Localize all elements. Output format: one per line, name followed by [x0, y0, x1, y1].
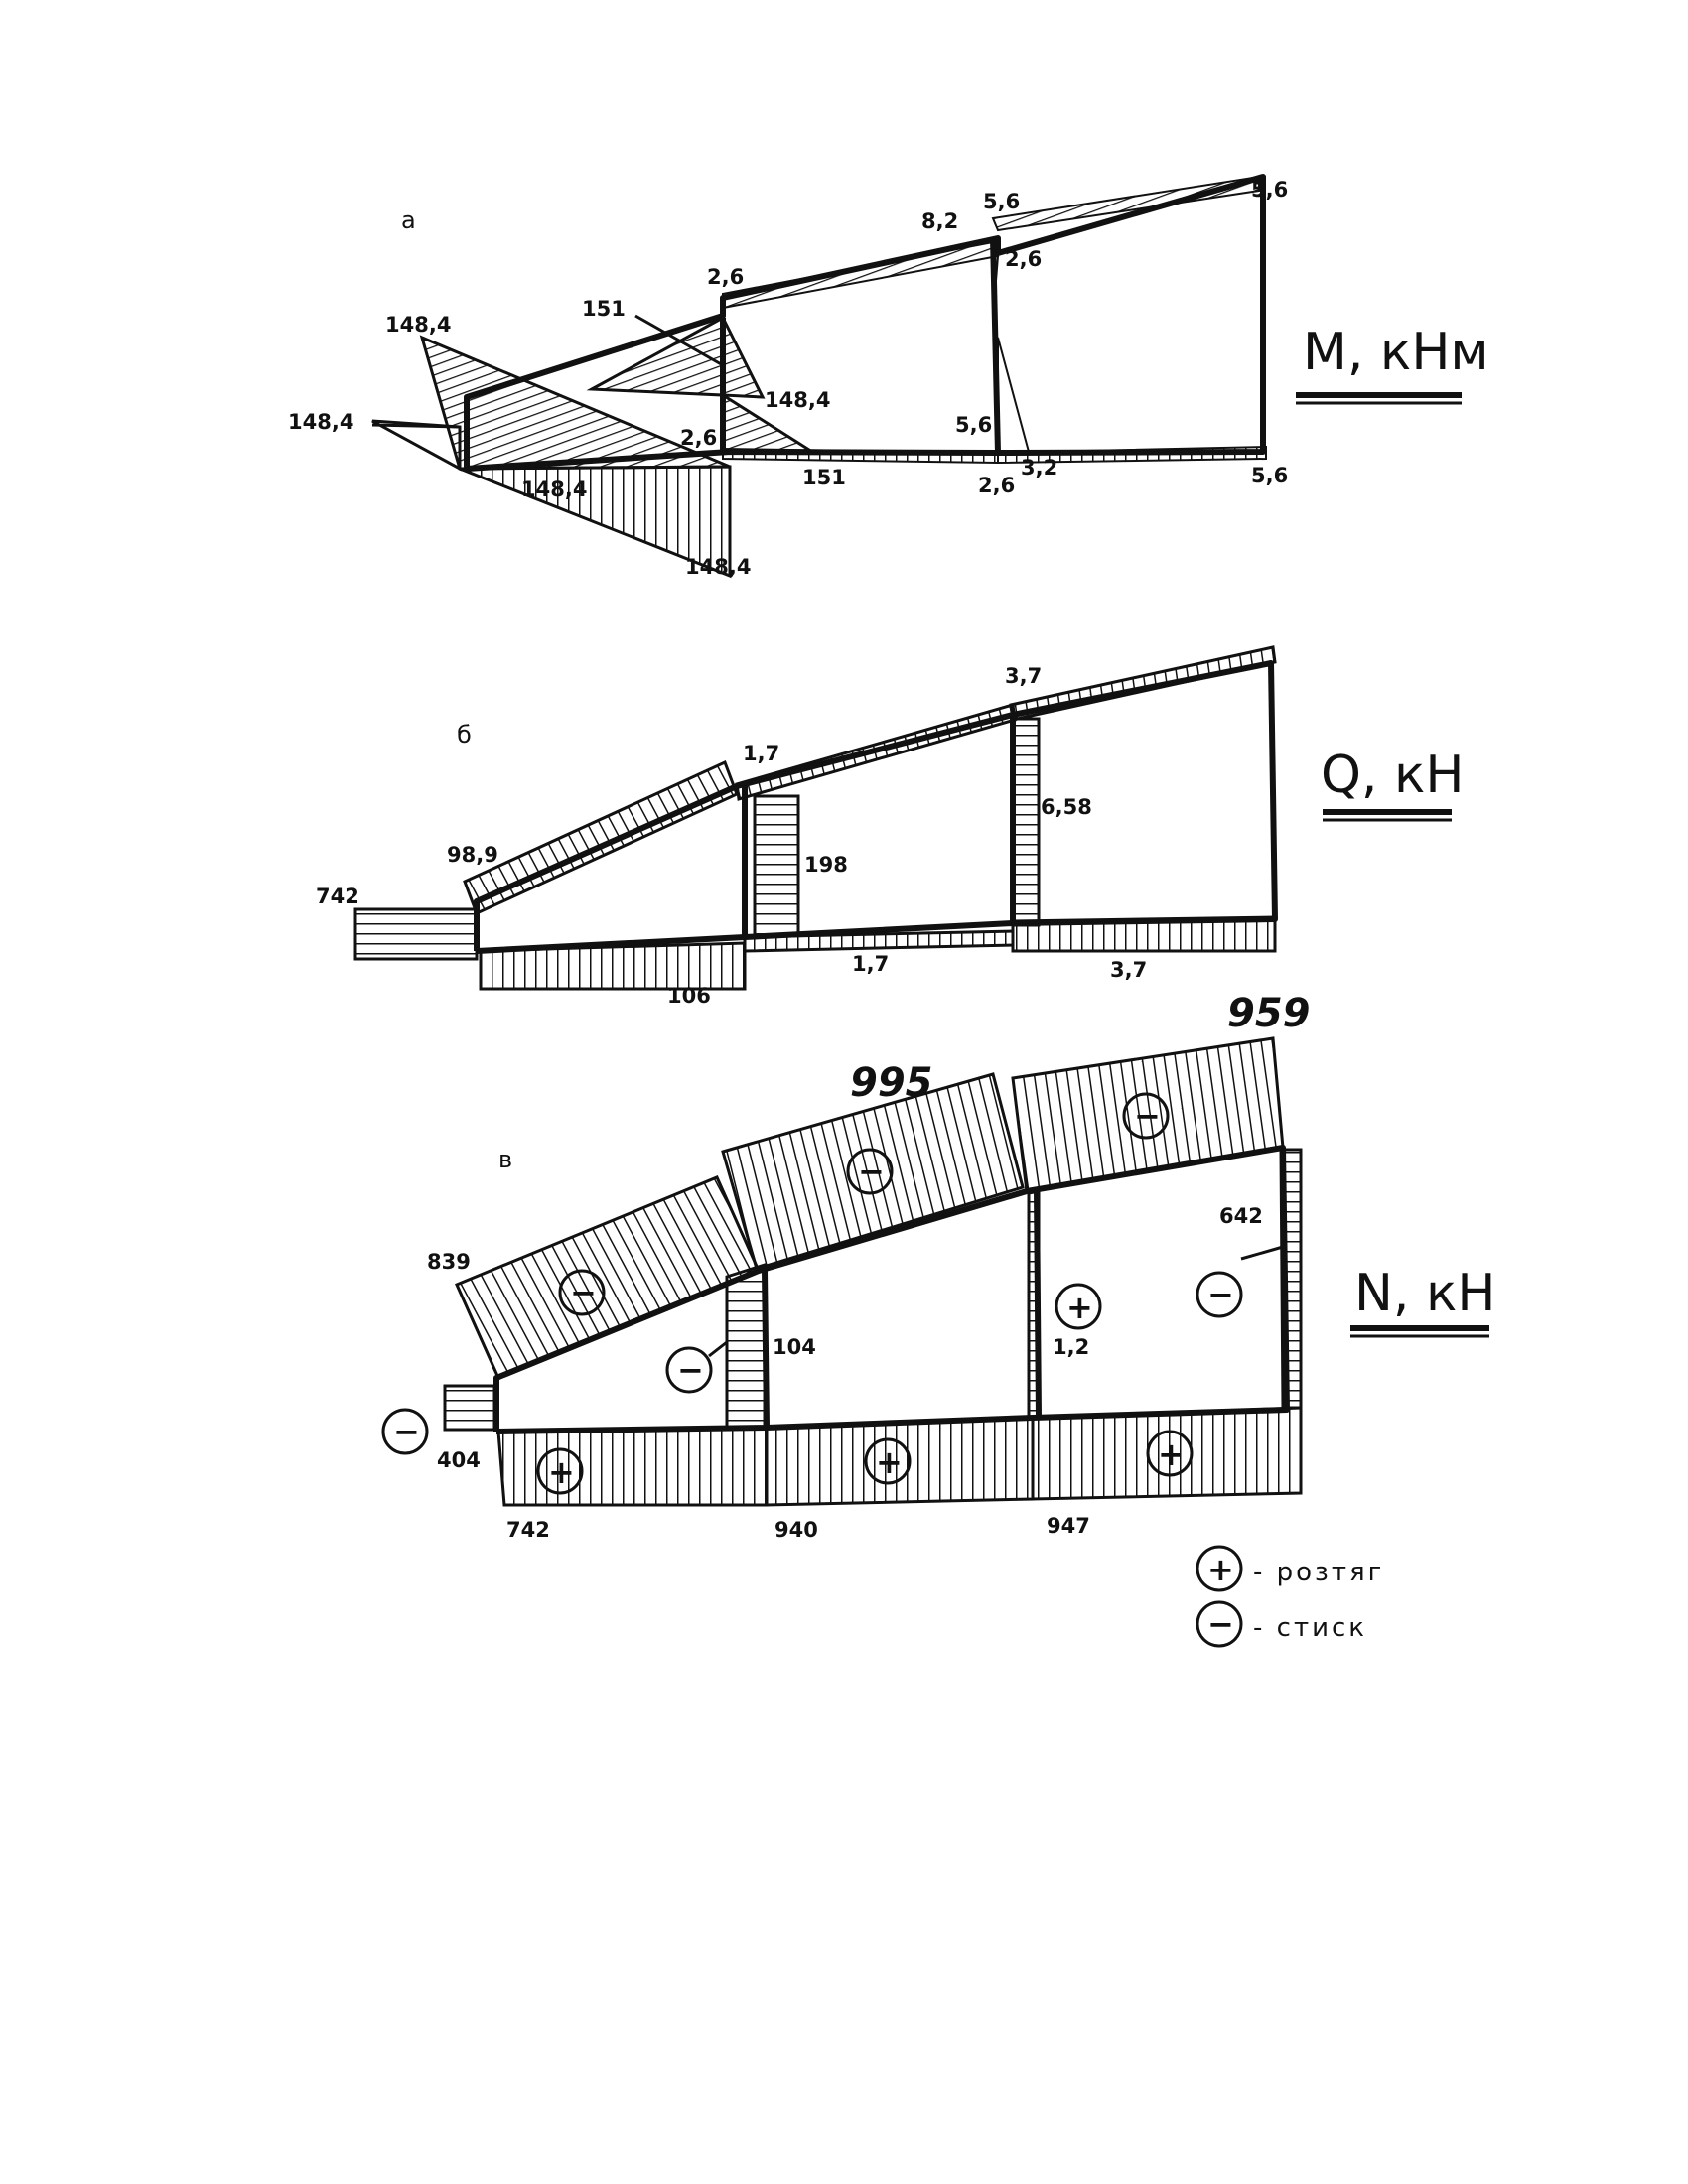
m-label-9: 2,6 — [680, 426, 717, 450]
sign-minus-support: − — [381, 1408, 429, 1455]
svg-text:+: + — [1158, 1435, 1185, 1473]
sign-minus-incline-3: − — [1122, 1092, 1170, 1140]
svg-text:+: + — [876, 1443, 903, 1481]
m-label-16: 5,6 — [1251, 178, 1288, 202]
svg-text:+: + — [548, 1453, 575, 1491]
shear-frame — [474, 660, 1278, 954]
legend-plus-text: - розтяг — [1253, 1558, 1384, 1587]
axial-band-incline-1 — [455, 1175, 761, 1380]
moment-post-2 — [990, 237, 1001, 454]
m-label-2: 148,4 — [288, 410, 353, 434]
section-letter-b: б — [457, 721, 472, 749]
shear-title: Q, кН — [1321, 746, 1465, 805]
moment-area-top-left — [722, 240, 1000, 310]
axial-leader-642 — [1240, 1245, 1284, 1261]
n-label-5: 642 — [1219, 1204, 1263, 1228]
m-label-15: 3,2 — [1021, 456, 1057, 479]
q-label-9: 3,7 — [1110, 958, 1147, 982]
axial-frame — [493, 1145, 1290, 1434]
axial-diagram: в − − − − — [381, 991, 1495, 1542]
axial-post-1 — [762, 1270, 770, 1429]
shear-band-post-1 — [753, 794, 800, 937]
q-label-4: 3,7 — [1005, 664, 1042, 688]
moment-leader-151 — [634, 314, 724, 367]
sign-minus-post-1: − — [665, 1346, 713, 1394]
n-label-1: 839 — [427, 1250, 471, 1274]
axial-title: N, кН — [1354, 1264, 1495, 1323]
axial-band-incline-2 — [721, 1072, 1025, 1271]
moment-diagram: а 148,4 148,4 148,4 148,4 151 151 148,4 … — [288, 174, 1489, 579]
moment-area-support — [371, 419, 462, 472]
svg-text:−: − — [393, 1413, 420, 1450]
svg-text:−: − — [1207, 1276, 1234, 1313]
legend-plus-symbol: + — [1207, 1551, 1234, 1588]
q-label-1: 742 — [316, 885, 359, 908]
n-label-8: 742 — [506, 1518, 550, 1542]
axial-band-support — [443, 1384, 496, 1432]
n-label-4: 104 — [773, 1335, 816, 1359]
n-label-2: 995 — [850, 1060, 933, 1106]
axial-band-post-1 — [725, 1262, 767, 1430]
n-label-9: 940 — [774, 1518, 818, 1542]
svg-text:+: + — [1066, 1289, 1093, 1326]
m-label-14: 2,6 — [978, 474, 1015, 497]
moment-title: M, кНм — [1303, 323, 1489, 382]
axial-leader-104 — [708, 1340, 728, 1358]
moment-area-left-lower — [459, 465, 732, 579]
shear-diagram: б 742 98,9 1,7 3,7 198 6,58 106 1,7 3,7 … — [316, 645, 1465, 1008]
legend: + - розтяг − - стиск — [1196, 1545, 1384, 1648]
section-letter-a: а — [401, 206, 416, 234]
n-label-3: 959 — [1227, 991, 1311, 1036]
legend-plus-circle — [1196, 1545, 1243, 1592]
svg-text:−: − — [677, 1351, 704, 1389]
moment-leader-left — [371, 423, 461, 429]
legend-minus-text: - стиск — [1253, 1613, 1367, 1643]
n-label-10: 947 — [1047, 1514, 1090, 1538]
m-label-12: 2,6 — [1005, 247, 1042, 271]
sign-minus-incline-1: − — [558, 1269, 606, 1316]
legend-minus-symbol: − — [1207, 1605, 1234, 1643]
q-label-7: 106 — [667, 984, 711, 1008]
moment-area-post-lower — [997, 337, 1031, 453]
sign-plus-bottom-1: + — [536, 1447, 584, 1495]
m-label-4: 148,4 — [685, 555, 751, 579]
moment-frame — [464, 174, 1266, 472]
legend-minus: − - стиск — [1196, 1600, 1367, 1648]
sign-plus-bottom-2: + — [864, 1437, 912, 1485]
legend-plus: + - розтяг — [1196, 1545, 1384, 1592]
sign-plus-bottom-3: + — [1146, 1430, 1194, 1477]
moment-area-top-right — [991, 175, 1260, 232]
section-letter-c: в — [498, 1146, 512, 1173]
m-label-1: 148,4 — [385, 313, 451, 337]
q-label-5: 198 — [804, 853, 848, 877]
moment-area-mid-tri — [721, 317, 766, 399]
m-label-3: 148,4 — [521, 478, 587, 501]
q-label-2: 98,9 — [447, 843, 498, 867]
sign-plus-post-2: + — [1055, 1283, 1102, 1330]
m-label-7: 148,4 — [765, 388, 830, 412]
m-label-5: 151 — [582, 297, 626, 321]
m-label-13: 5,6 — [955, 413, 992, 437]
q-label-3: 1,7 — [743, 742, 779, 765]
n-label-6: 1,2 — [1053, 1335, 1089, 1359]
m-label-8: 2,6 — [707, 265, 744, 289]
n-label-7: 404 — [437, 1448, 481, 1472]
svg-text:−: − — [570, 1274, 597, 1311]
legend-minus-circle — [1196, 1600, 1243, 1648]
q-label-6: 6,58 — [1041, 795, 1092, 819]
svg-text:−: − — [858, 1153, 885, 1190]
shear-band-bottom-1 — [479, 941, 747, 991]
q-label-8: 1,7 — [852, 952, 889, 976]
m-label-11: 5,6 — [983, 190, 1020, 213]
m-label-17: 5,6 — [1251, 464, 1288, 487]
m-label-6: 151 — [802, 466, 846, 489]
svg-text:−: − — [1134, 1097, 1161, 1135]
shear-band-support — [353, 907, 479, 961]
m-label-10: 8,2 — [921, 209, 958, 233]
sign-minus-incline-2: − — [846, 1148, 894, 1195]
shear-band-post-2 — [1011, 717, 1041, 927]
axial-post-2 — [1034, 1190, 1042, 1419]
sign-minus-post-3: − — [1196, 1271, 1243, 1318]
